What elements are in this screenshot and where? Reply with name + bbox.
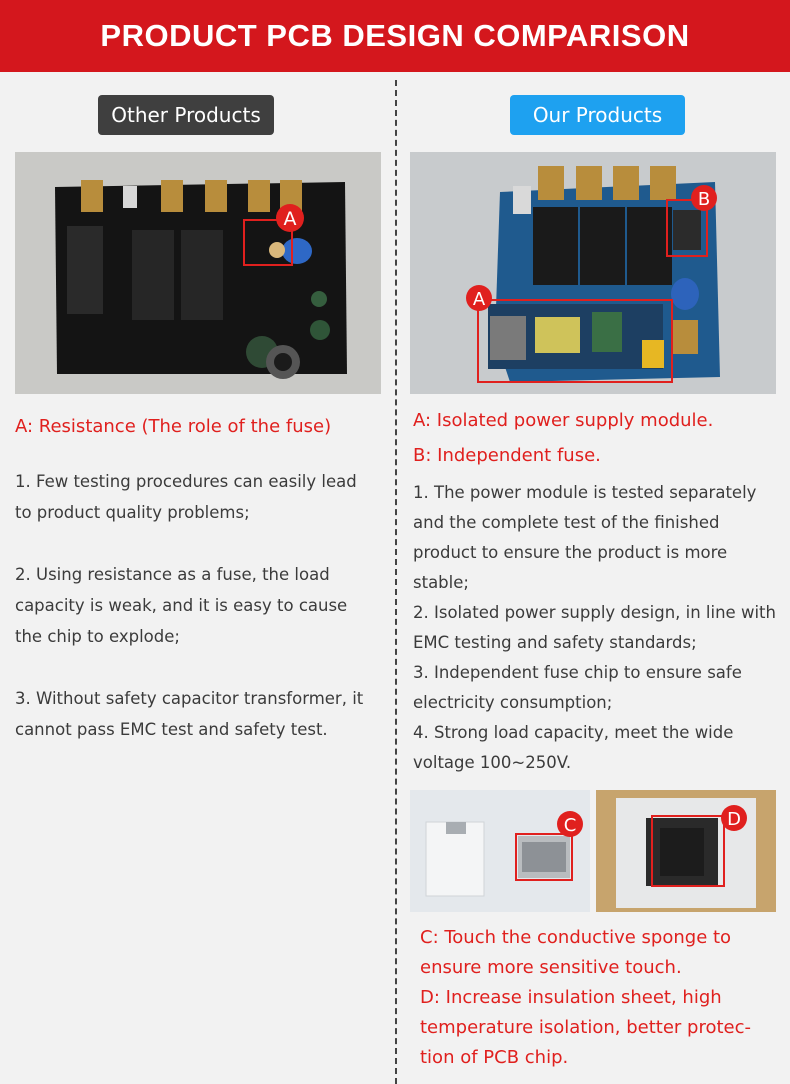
right-caption-b: B: Independent fuse. — [413, 445, 601, 466]
right-points-list: 1. The power module is tested separately… — [413, 478, 783, 778]
list-item: 3. Without safety capacitor transformer,… — [15, 689, 364, 739]
page-title: PRODUCT PCB DESIGN COMPARISON — [100, 18, 690, 53]
our-products-pcb-photo: A B — [410, 152, 776, 394]
list-item: 2. Isolated power supply design, in line… — [413, 603, 776, 652]
marker-a-left: A — [284, 208, 297, 230]
left-caption: A: Resistance (The role of the fuse) — [15, 416, 332, 437]
other-products-pcb-photo: A — [15, 152, 381, 394]
marker-b: B — [698, 189, 710, 210]
list-item: 1. The power module is tested separately… — [413, 483, 757, 592]
marker-d: D — [727, 809, 741, 830]
bottom-notes: C: Touch the conductive sponge to ensure… — [420, 923, 785, 1073]
right-caption-a: A: Isolated power supply module. — [413, 410, 714, 431]
note-c: C: Touch the conductive sponge to ensure… — [420, 927, 732, 978]
other-products-badge: Other Products — [98, 95, 274, 135]
column-divider — [395, 80, 397, 1084]
sponge-photo: C — [410, 790, 590, 912]
marker-a-right: A — [473, 289, 486, 310]
title-banner: PRODUCT PCB DESIGN COMPARISON — [0, 0, 790, 72]
list-item: 3. Independent fuse chip to ensure safe … — [413, 663, 742, 712]
marker-c: C — [564, 815, 577, 836]
insulation-photo: D — [596, 790, 776, 912]
list-item: 1. Few testing procedures can easily lea… — [15, 472, 357, 522]
our-products-badge: Our Products — [510, 95, 685, 135]
list-item: 4. Strong load capacity, meet the wide v… — [413, 723, 734, 772]
list-item: 2. Using resistance as a fuse, the load … — [15, 565, 348, 646]
note-d: D: Increase insulation sheet, high tempe… — [420, 987, 751, 1068]
left-points-list: 1. Few testing procedures can easily lea… — [15, 466, 375, 776]
